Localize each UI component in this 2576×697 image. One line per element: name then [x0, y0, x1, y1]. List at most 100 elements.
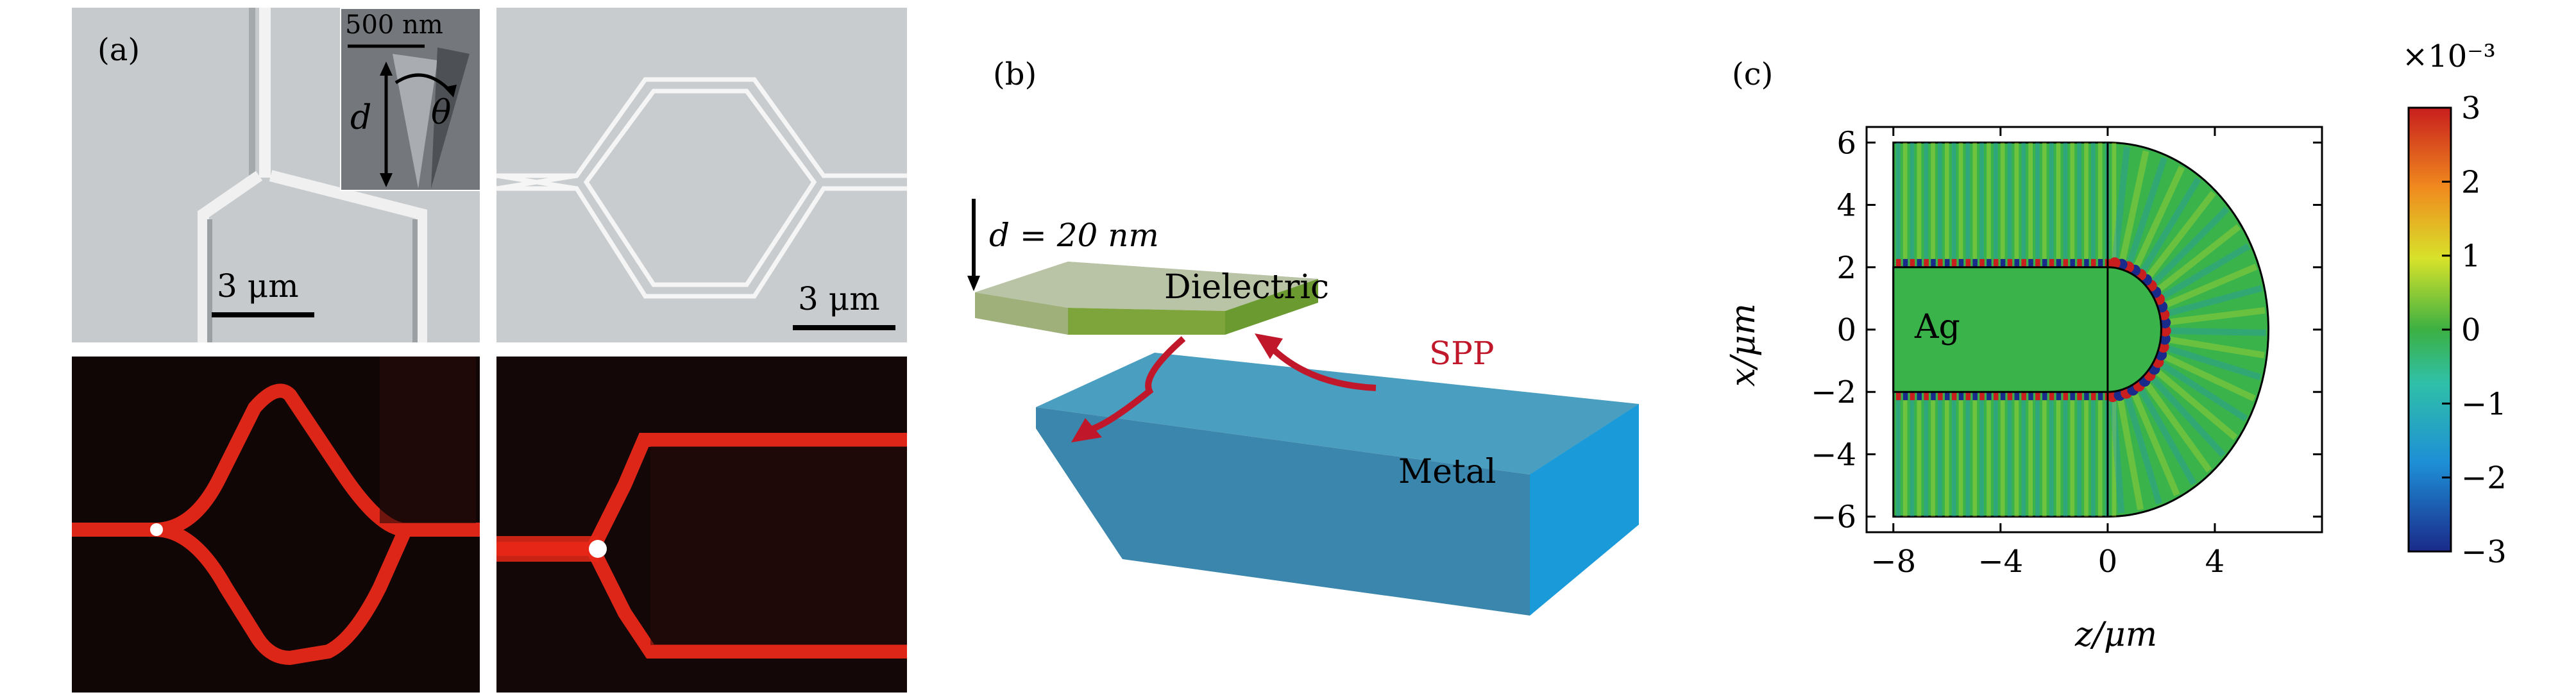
field-stripe	[2000, 393, 2005, 517]
field-stripe	[1979, 142, 1984, 266]
interface-hotspot	[2070, 258, 2075, 269]
ag-waveguide	[1892, 266, 2162, 393]
metal-side-shade	[1036, 407, 1530, 616]
thickness-label: d = 20 nm	[989, 217, 1159, 254]
spp-schematic	[967, 199, 1639, 616]
y-tick-label: 6	[1836, 125, 1856, 161]
field-stripe	[2063, 142, 2068, 266]
field-stripe	[1910, 142, 1915, 266]
interface-hotspot	[2070, 390, 2075, 401]
interface-hotspot	[1979, 390, 1985, 401]
interface-hotspot	[2084, 390, 2089, 401]
sem-image-splitter: 500 nm d θ (a) 3 μm	[72, 8, 480, 342]
interface-hotspot	[1917, 258, 1922, 269]
interface-hotspot	[2049, 390, 2055, 401]
interface-hotspot	[1965, 390, 1971, 401]
field-stripe	[1924, 393, 1929, 517]
field-stripe	[2007, 393, 2012, 517]
dielectric-left	[975, 292, 1068, 335]
field-stripe	[1910, 393, 1915, 517]
interface-hotspot	[2097, 258, 2103, 269]
y-tick-label: −6	[1811, 500, 1856, 535]
field-stripe	[1958, 393, 1963, 517]
field-stripe	[1902, 393, 1908, 517]
interface-hotspot	[1965, 258, 1971, 269]
field-stripe	[1972, 393, 1978, 517]
interface-hotspot	[2077, 390, 2082, 401]
interface-hotspot	[2035, 258, 2040, 269]
interface-hotspot	[1931, 390, 1936, 401]
radial-field-line	[2149, 364, 2238, 441]
field-stripe	[2028, 393, 2033, 517]
field-stripe	[2014, 142, 2019, 266]
radial-field-line	[2161, 335, 2265, 358]
colorbar-tick-label: −2	[2461, 460, 2507, 496]
field-stripe	[2014, 393, 2019, 517]
radial-field-line	[2124, 156, 2167, 271]
sem-inset: 500 nm d θ	[340, 8, 480, 191]
interface-hotspot	[2014, 258, 2020, 269]
ag-label: Ag	[1915, 308, 1960, 346]
field-stripe	[1972, 142, 1978, 266]
inset-scale-label: 500 nm	[345, 10, 443, 40]
colorbar-tick-label: 1	[2461, 239, 2481, 274]
panel-c-label: (c)	[1732, 56, 1774, 92]
radial-field-line	[2128, 385, 2180, 496]
field-stripe	[1917, 142, 1922, 266]
dielectric-right	[1225, 279, 1318, 335]
field-stripe	[1944, 393, 1949, 517]
interface-hotspot	[2000, 390, 2006, 401]
fluorescence-ring	[496, 357, 907, 693]
radial-field-line	[2157, 350, 2256, 401]
radial-field-line	[2151, 224, 2241, 297]
dielectric-top	[975, 262, 1318, 311]
interface-hotspot	[2097, 390, 2103, 401]
field-stripe	[2035, 142, 2040, 266]
field-stripe	[1993, 393, 1998, 517]
field-stripe	[2028, 142, 2033, 266]
field-stripe	[2097, 142, 2103, 266]
field-stripe	[1993, 142, 1998, 266]
colorbar-tick-label: −1	[2461, 386, 2507, 422]
interface-hotspot	[2056, 258, 2062, 269]
interface-hotspot	[2028, 258, 2033, 269]
sem-image-ring: 3 μm	[496, 8, 907, 342]
x-tick-label: −4	[1978, 544, 2023, 580]
fluorescence-splitter-drawing	[72, 357, 480, 693]
field-stripe	[2063, 393, 2068, 517]
field-stripe	[2112, 142, 2117, 266]
radial-field-line	[2160, 285, 2263, 319]
metal-label: Metal	[1398, 453, 1496, 491]
field-stripe	[1987, 393, 1991, 517]
inset-d-label: d	[350, 99, 372, 137]
colorbar-tick-label: −3	[2461, 534, 2507, 570]
radial-field-line	[2145, 371, 2226, 458]
radial-field-line	[2130, 165, 2185, 275]
field-stripe	[1958, 142, 1963, 266]
inset-drawing	[341, 9, 480, 190]
interface-hotspot	[2028, 390, 2033, 401]
metal-right-face	[1530, 404, 1639, 616]
colorbar-tick-label: 2	[2461, 164, 2481, 200]
interface-hotspot	[1902, 258, 1908, 269]
radial-field-line	[2111, 146, 2130, 267]
field-stripe	[1944, 142, 1949, 266]
field-stripe	[1951, 393, 1956, 517]
field-stripe	[2042, 393, 2047, 517]
interface-hotspot	[1910, 258, 1915, 269]
interface-hotspot	[1987, 390, 1992, 401]
interface-hotspot	[2000, 258, 2006, 269]
field-stripe	[1938, 393, 1942, 517]
interface-hotspot	[2063, 258, 2069, 269]
field-stripe	[1895, 142, 1901, 266]
y-tick-label: 4	[1836, 188, 1856, 224]
interface-hotspot	[2090, 258, 2096, 269]
x-tick-label: 4	[2205, 544, 2225, 580]
field-stripe	[1924, 142, 1929, 266]
inset-theta-label: θ	[431, 94, 452, 132]
scale-bar-left	[212, 312, 314, 317]
field-stripe	[2084, 142, 2089, 266]
field-stripe	[1987, 142, 1991, 266]
interface-hotspot	[1958, 258, 1964, 269]
interface-hotspot	[2042, 390, 2047, 401]
